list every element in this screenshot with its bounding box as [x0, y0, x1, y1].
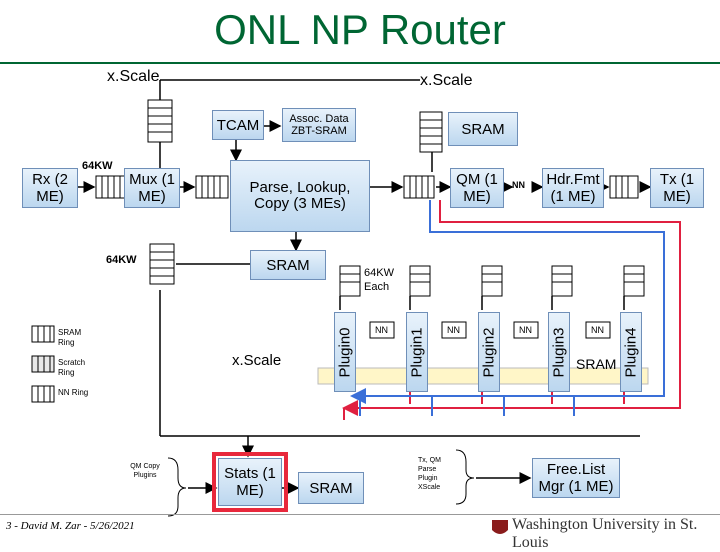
assoc-data-box: Assoc. Data ZBT-SRAM	[282, 108, 356, 142]
queue-rx-mux	[95, 175, 127, 199]
queue-64kw-mid	[149, 243, 175, 285]
queue-parse-qm	[403, 175, 435, 199]
plugin2-box: Plugin2	[478, 312, 500, 392]
stats-box: Stats (1 ME)	[212, 452, 288, 512]
tx-qm-parse-label: Tx, QM Parse Plugin XScale	[418, 457, 441, 491]
legend-icons	[31, 325, 55, 403]
plugin4-box: Plugin4	[620, 312, 642, 392]
diagram-stage: ONL NP Router	[0, 6, 720, 551]
footer-divider	[0, 514, 720, 515]
64kw-each-label: 64KW Each	[364, 267, 394, 293]
hdrfmt-box: Hdr.Fmt (1 ME)	[542, 168, 604, 208]
queue-mux-parse	[195, 175, 229, 199]
64kw-mid-label: 64KW	[106, 254, 137, 266]
rx-box: Rx (2 ME)	[22, 168, 78, 208]
mux-box: Mux (1 ME)	[124, 168, 180, 208]
footer-slide-info: 3 - David M. Zar - 5/26/2021	[6, 520, 135, 532]
sram-mid-box: SRAM	[250, 250, 326, 280]
flow-arrows	[78, 120, 652, 494]
nn-label-2: NN	[447, 325, 460, 335]
plugin-sram-label: SRAM	[576, 356, 617, 372]
xscale-top-line	[159, 79, 420, 100]
tx-qm-brace	[455, 449, 475, 505]
sram-bottom-box: SRAM	[298, 472, 364, 504]
nn-qm-hdrfmt-label: NN	[512, 180, 525, 190]
freelist-mgr-box: Free.List Mgr (1 ME)	[532, 458, 620, 498]
university-seal-icon	[492, 520, 508, 534]
xscale-top-left-label: x.Scale	[107, 68, 160, 85]
sram-top-box: SRAM	[448, 112, 518, 146]
plugin3-box: Plugin3	[548, 312, 570, 392]
qm-copy-brace	[167, 457, 187, 517]
legend-sram-ring: SRAM Ring	[58, 328, 82, 347]
queue-xscale-right	[419, 111, 443, 153]
xscale-bottom-label: x.Scale	[232, 352, 282, 369]
qm-copy-plugins-label: QM Copy Plugins	[130, 463, 160, 479]
xscale-top-right-label: x.Scale	[420, 72, 473, 89]
nn-label-3: NN	[519, 325, 532, 335]
qm-box: QM (1 ME)	[450, 168, 504, 208]
plugin-feedback-blue	[350, 200, 665, 416]
plugin1-box: Plugin1	[406, 312, 428, 392]
nn-label-1: NN	[375, 325, 388, 335]
parse-lookup-copy-box: Parse, Lookup, Copy (3 MEs)	[230, 160, 370, 232]
legend-scratch-ring: Scratch Ring	[58, 358, 86, 377]
queue-hdrfmt-tx	[609, 175, 639, 199]
title-underline	[0, 62, 720, 64]
nn-label-4: NN	[591, 325, 604, 335]
queue-xscale-left	[147, 99, 173, 143]
64kw-top-label: 64KW	[82, 160, 113, 172]
queue-plugin-row	[339, 265, 645, 297]
page-title: ONL NP Router	[214, 6, 506, 53]
tx-box: Tx (1 ME)	[650, 168, 704, 208]
footer-university: Washington University in St. Louis	[512, 516, 698, 551]
plugin0-box: Plugin0	[334, 312, 356, 392]
legend-nn-ring: NN Ring	[58, 388, 89, 397]
tcam-box: TCAM	[212, 110, 264, 140]
nn-ring-row	[369, 321, 611, 339]
plugin-feedback-red	[342, 200, 681, 420]
